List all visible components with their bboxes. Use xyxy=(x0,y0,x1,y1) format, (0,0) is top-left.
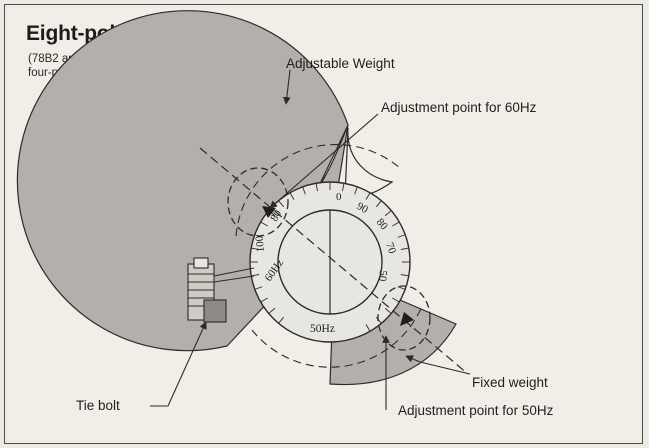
scale-tick xyxy=(278,200,285,208)
pointer-60hz xyxy=(262,206,276,218)
scale-tick xyxy=(260,297,268,303)
scale-tick xyxy=(384,307,392,314)
label-adjustment-point-50hz: Adjustment point for 50Hz xyxy=(398,403,554,418)
outline-arc-lower xyxy=(251,305,423,368)
scale-tick xyxy=(375,316,382,324)
scale-tick xyxy=(302,186,306,195)
scale-tick xyxy=(397,234,406,238)
scale-tick xyxy=(289,192,295,200)
adjust-circle-50hz xyxy=(377,285,431,351)
scale-label-0: 0 xyxy=(336,191,342,203)
scale-tick xyxy=(384,210,392,217)
scale-tick xyxy=(392,297,400,303)
scale-label-50-right: 50 xyxy=(376,270,389,283)
label-fixed-weight: Fixed weight xyxy=(472,375,548,390)
scale-tick xyxy=(254,286,263,290)
scale-tick xyxy=(251,247,260,250)
label-adjustable-weight: Adjustable Weight xyxy=(286,56,395,71)
scale-tick xyxy=(278,316,285,324)
scale-label-70: 70 xyxy=(383,241,398,256)
label-tie-bolt: Tie bolt xyxy=(76,398,120,413)
scale-label-100: 100 xyxy=(254,235,267,253)
pointer-50hz xyxy=(400,312,414,326)
tie-bolt-assembly xyxy=(187,257,255,323)
scale-tick xyxy=(260,221,268,227)
scale-tick xyxy=(365,192,371,200)
scale-tick xyxy=(400,274,409,277)
scale-tick xyxy=(365,324,371,332)
center-dashed-line xyxy=(199,147,469,375)
scale-tick xyxy=(375,200,382,208)
scale-tick xyxy=(251,274,260,277)
outline-arc-upper xyxy=(235,144,401,237)
scale-tick xyxy=(315,183,318,192)
scale-label-50hz: 50Hz xyxy=(310,323,335,335)
scale-tick xyxy=(400,247,409,250)
scale-tick xyxy=(392,221,400,227)
scale-tick xyxy=(397,286,406,290)
scale-tick xyxy=(354,186,358,195)
adjust-circle-60hz xyxy=(227,167,289,237)
scale-tick xyxy=(268,307,276,314)
label-adjustment-point-60hz: Adjustment point for 60Hz xyxy=(381,100,537,115)
scale-tick xyxy=(342,183,345,192)
leader-lines xyxy=(150,69,471,410)
